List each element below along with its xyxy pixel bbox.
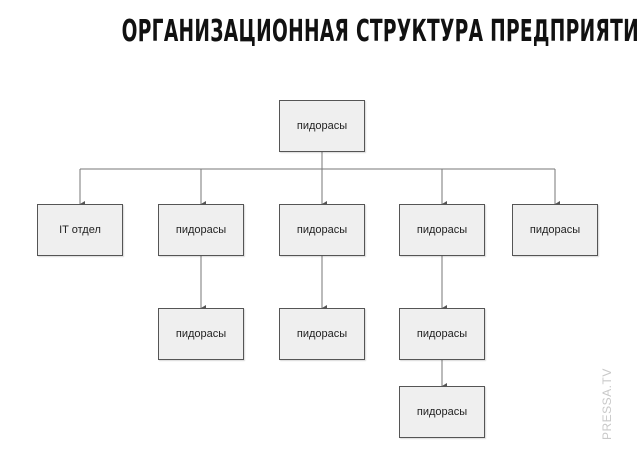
org-node-dept-3-child: пидорасы: [279, 308, 365, 360]
org-node-dept-5: пидорасы: [512, 204, 598, 256]
org-node-dept-4-grandchild: пидорасы: [399, 386, 485, 438]
watermark: PRESSA.TV: [600, 368, 614, 440]
org-node-dept-4-child: пидорасы: [399, 308, 485, 360]
org-node-dept-2: пидорасы: [158, 204, 244, 256]
org-node-dept-4: пидорасы: [399, 204, 485, 256]
org-node-it-department: IT отдел: [37, 204, 123, 256]
org-node-dept-2-child: пидорасы: [158, 308, 244, 360]
org-node-dept-3: пидорасы: [279, 204, 365, 256]
org-node-root: пидорасы: [279, 100, 365, 152]
